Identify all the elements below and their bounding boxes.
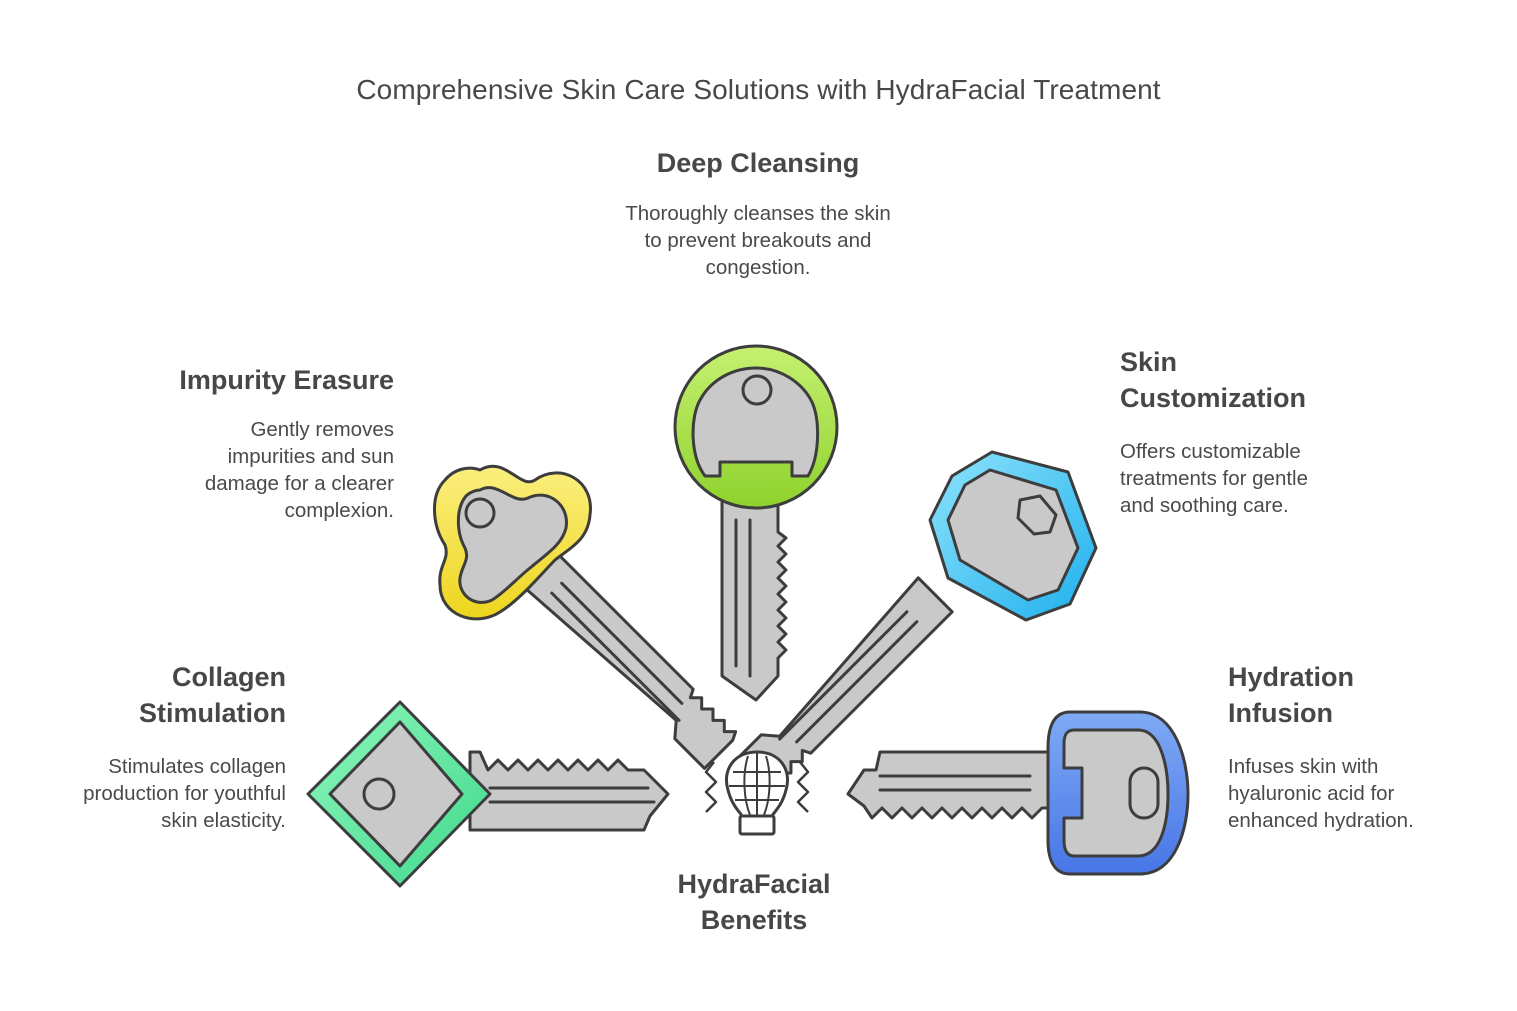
skin-customization-heading: Skin Customization [1120, 347, 1306, 413]
deep-cleansing-heading: Deep Cleansing [656, 148, 860, 178]
collagen-stimulation-description: Stimulates collagen production for youth… [83, 755, 286, 832]
collagen-stimulation-key-icon [306, 700, 670, 888]
hydration-infusion-description: Infuses skin with hyaluronic acid for en… [1228, 755, 1414, 832]
collagen-stimulation-heading: Collagen Stimulation [139, 662, 286, 728]
deep-cleansing-key-icon [673, 344, 839, 702]
skin-customization-description: Offers customizable treatments for gentl… [1120, 440, 1309, 517]
impurity-erasure-description: Gently removes impurities and sun damage… [204, 418, 394, 522]
hydrafacial-benefits-label: HydraFacial Benefits [677, 869, 831, 935]
hydration-infusion-heading: Hydration Infusion [1228, 662, 1355, 728]
deep-cleansing-description: Thoroughly cleanses the skin to prevent … [625, 202, 891, 279]
impurity-erasure-key-icon [433, 464, 738, 770]
impurity-erasure-heading: Impurity Erasure [179, 365, 394, 395]
hydration-infusion-key-icon [846, 710, 1190, 876]
hydrafacial-device-icon [704, 750, 810, 836]
diagram-title: Comprehensive Skin Care Solutions with H… [356, 74, 1161, 105]
skin-customization-key-icon [730, 450, 1098, 798]
